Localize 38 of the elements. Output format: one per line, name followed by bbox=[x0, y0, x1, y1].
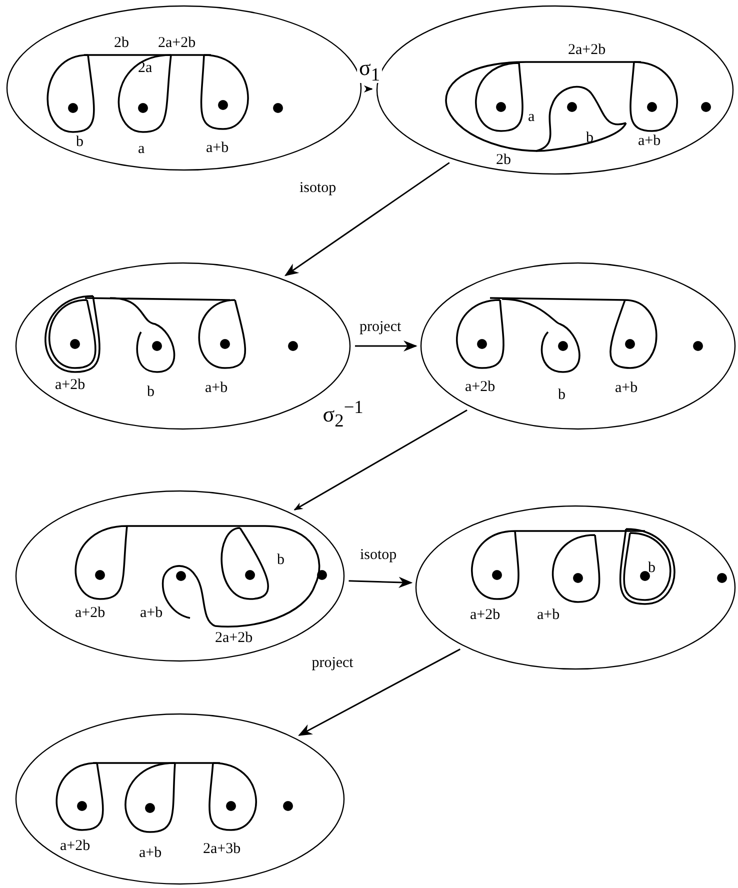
curve-weight-label: a+2b bbox=[470, 607, 500, 623]
curve-weight-label: a+b bbox=[638, 133, 661, 149]
curve-weight-label: a+2b bbox=[55, 377, 86, 393]
punctured-disk bbox=[420, 262, 736, 430]
curve-weight-label: b bbox=[76, 134, 84, 150]
curve-weight-label: b bbox=[147, 384, 154, 400]
curve-weight-label: b bbox=[558, 387, 566, 403]
curve-weight-label: 2a+3b bbox=[203, 841, 241, 857]
arrow bbox=[294, 409, 468, 510]
curve-weight-label: 2a+2b bbox=[215, 630, 253, 646]
punctured-disk bbox=[415, 505, 736, 670]
arrow bbox=[364, 85, 373, 93]
curve-weight-label: b bbox=[277, 552, 284, 568]
curve-weight-label: a+b bbox=[140, 605, 163, 621]
curve-weight-label: b bbox=[586, 130, 594, 146]
edge-label: isotop bbox=[298, 179, 338, 198]
arrow bbox=[284, 162, 450, 276]
curve-weight-label: a bbox=[528, 109, 535, 125]
curve-weight-label: 2b bbox=[114, 35, 129, 51]
curve-weight-label: 2a+2b bbox=[158, 35, 196, 51]
arrow bbox=[348, 576, 413, 588]
arrow bbox=[298, 648, 461, 736]
edge-label: project bbox=[358, 318, 404, 336]
curve-weight-label: 2a+2b bbox=[568, 42, 606, 58]
arrow bbox=[355, 340, 418, 352]
curve-weight-label: a+b bbox=[205, 380, 228, 396]
curve-weight-label: a+b bbox=[615, 380, 638, 396]
curve-weight-label: a+b bbox=[139, 845, 162, 861]
curve-weight-label: a+2b bbox=[465, 379, 496, 395]
curve-weight-label: a+b bbox=[206, 140, 229, 156]
curve-weight-label: 2b bbox=[496, 152, 511, 168]
curve-weight-label: a bbox=[138, 141, 145, 157]
punctured-disk bbox=[15, 713, 345, 885]
curve-weight-label: b bbox=[648, 560, 656, 576]
curve-weight-label: a+2b bbox=[75, 605, 106, 621]
curve-weight-label: a+2b bbox=[60, 838, 90, 854]
edge-label: project bbox=[310, 654, 356, 672]
curve-weight-label: a+b bbox=[537, 607, 560, 623]
